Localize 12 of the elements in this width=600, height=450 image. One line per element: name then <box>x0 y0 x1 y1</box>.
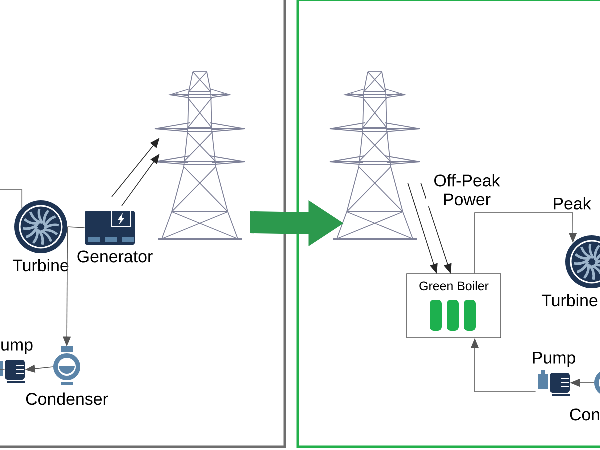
pylon-drawing <box>154 72 246 240</box>
connector-line <box>67 226 86 228</box>
panel-frame <box>296 0 600 448</box>
panel-frame <box>0 0 286 448</box>
edge-label: Off-Peak Power <box>426 173 508 207</box>
arrow <box>112 138 160 198</box>
arrow <box>122 154 160 206</box>
transition-arrow <box>250 200 344 246</box>
boiler-box: Green Boiler <box>406 274 502 338</box>
connector-line <box>0 190 23 209</box>
arrow <box>474 212 578 274</box>
pylon-drawing <box>330 72 420 240</box>
